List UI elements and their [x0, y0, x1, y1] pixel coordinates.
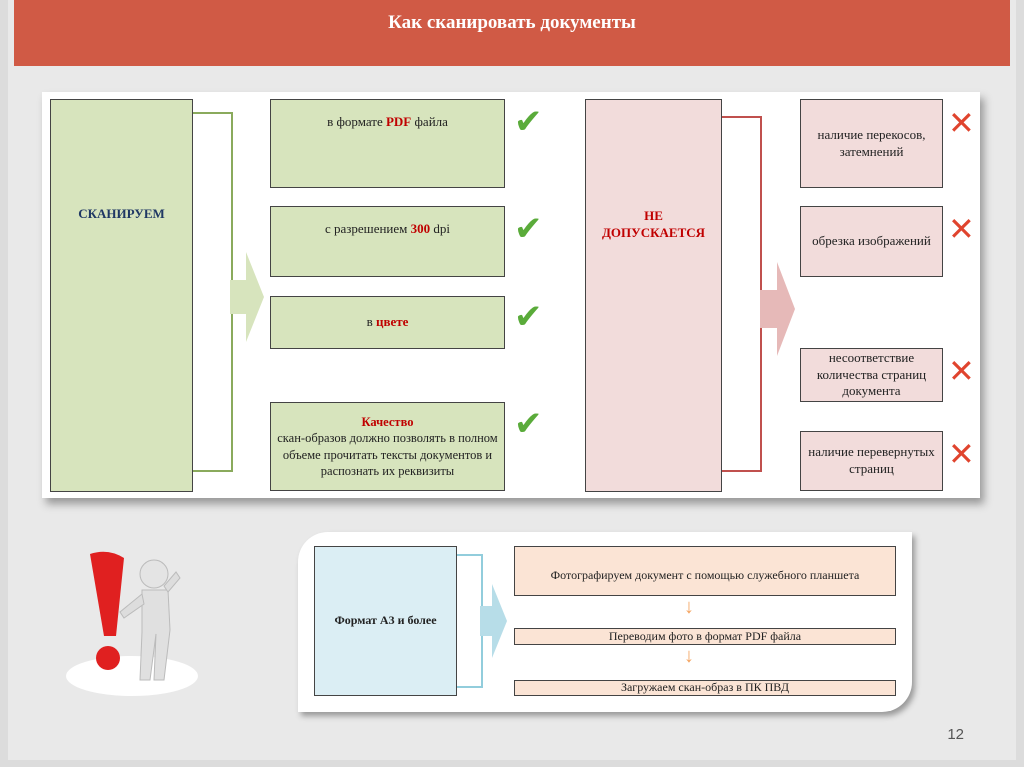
a3-box: Формат А3 и более — [314, 546, 457, 696]
slide-header: Как сканировать документы — [14, 0, 1010, 66]
warning-figure-icon — [66, 551, 198, 696]
page-number: 12 — [947, 726, 964, 743]
cross-icon: ✕ — [948, 435, 975, 473]
forbidden-item: обрезка изображений — [800, 206, 943, 277]
scan-box: СКАНИРУЕМ — [50, 99, 193, 492]
forbidden-item: наличие перевернутых страниц — [800, 431, 943, 491]
scan-label: СКАНИРУЕМ — [78, 206, 165, 221]
check-icon: ✔ — [514, 102, 543, 142]
a3-step: Загружаем скан-образ в ПК ПВД — [514, 680, 896, 696]
a3-step: Фотографируем документ с помощью служебн… — [514, 546, 896, 596]
cross-icon: ✕ — [948, 352, 975, 390]
cross-icon: ✕ — [948, 104, 975, 142]
scan-rules-panel: СКАНИРУЕМ в формате PDF файла с разрешен… — [42, 92, 980, 498]
cross-icon: ✕ — [948, 210, 975, 248]
a3-panel: Формат А3 и более Фотографируем документ… — [298, 532, 912, 712]
forbidden-item: несоответствие количества страниц докуме… — [800, 348, 943, 402]
down-arrow-icon: ↓ — [684, 645, 694, 667]
green-arrow-icon — [230, 252, 264, 342]
down-arrow-icon: ↓ — [684, 596, 694, 618]
scan-item-color: в цвете — [270, 296, 505, 349]
scan-bracket — [193, 112, 233, 472]
slide-title: Как сканировать документы — [388, 12, 636, 33]
forbidden-bracket — [722, 116, 762, 472]
check-icon: ✔ — [514, 209, 543, 249]
forbidden-item: наличие перекосов, затемнений — [800, 99, 943, 188]
a3-step: Переводим фото в формат PDF файла — [514, 628, 896, 645]
pink-arrow-icon — [760, 262, 795, 356]
scan-item-pdf: в формате PDF файла — [270, 99, 505, 188]
check-icon: ✔ — [514, 404, 543, 444]
blue-arrow-icon — [480, 584, 507, 658]
check-icon: ✔ — [514, 297, 543, 337]
scan-item-dpi: с разрешением 300 dpi — [270, 206, 505, 277]
